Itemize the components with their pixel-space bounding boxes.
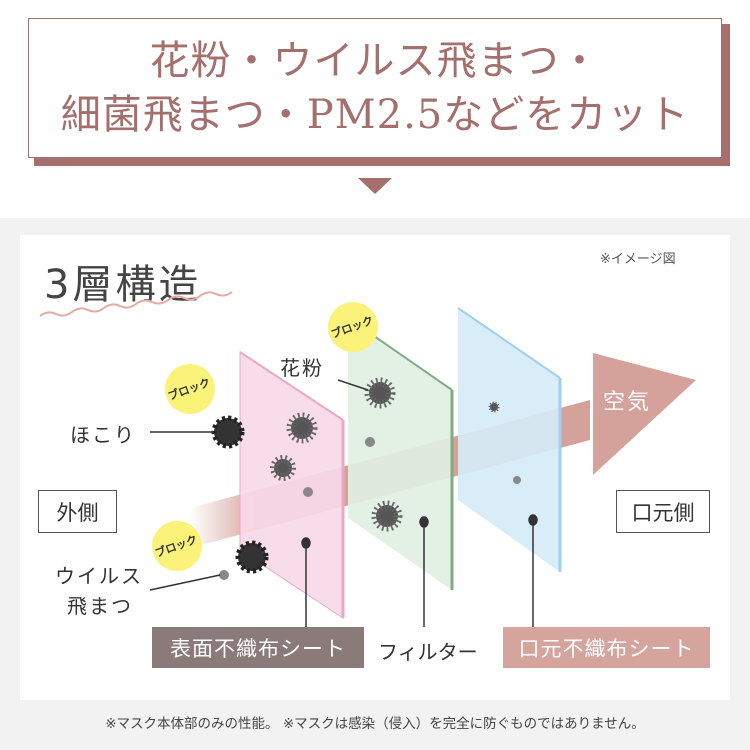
pollen-particle-icon <box>270 455 296 481</box>
block-badge-bg <box>165 364 215 414</box>
block-badge-bg <box>152 521 202 571</box>
label-virus-2: 飛まつ <box>67 594 133 618</box>
underline-squiggle <box>39 291 233 317</box>
dust-particle-icon <box>211 415 245 449</box>
droplet-particle-icon <box>219 570 229 580</box>
tag-outer-sheet: 表面不織布シート <box>152 627 364 668</box>
label-outside: 外側 <box>38 490 117 533</box>
droplet-particle-icon <box>513 476 521 484</box>
header-box: 花粉・ウイルス飛まつ・ 細菌飛まつ・PM2.5などをカット <box>28 18 722 158</box>
header-line-2: 細菌飛まつ・PM2.5などをカット <box>60 92 690 138</box>
sheet-edge <box>239 351 344 421</box>
layer-sheet-outer <box>239 351 344 619</box>
label-dust: ほこり <box>70 423 136 447</box>
leader-lines <box>149 379 538 627</box>
image-note: ※イメージ図 <box>600 252 676 267</box>
label-pollen: 花粉 <box>280 356 324 380</box>
pollen-particle-icon <box>371 500 403 532</box>
pollen-particle-icon <box>488 401 500 413</box>
droplet-particle-icon <box>365 437 375 447</box>
label-air: 空気 <box>603 390 652 415</box>
particles <box>211 377 521 580</box>
down-triangle-icon <box>358 178 392 194</box>
tag-filter: フィルター <box>378 640 478 664</box>
droplet-particle-icon <box>303 487 313 497</box>
block-badge-bg <box>328 302 378 352</box>
dust-particle-icon <box>235 540 269 574</box>
label-virus-1: ウイルス <box>55 564 143 588</box>
pollen-particle-icon <box>364 377 396 409</box>
header-line-1: 花粉・ウイルス飛まつ・ <box>149 38 601 84</box>
label-mouth-side: 口元側 <box>616 490 710 533</box>
pollen-particle-icon <box>286 412 318 444</box>
sheet-edge <box>457 307 561 379</box>
layer-sheet-inner <box>458 308 560 572</box>
footer-disclaimer: ※マスク本体部のみの性能。 ※マスクは感染（侵入）を完全に防ぐものではありません… <box>105 716 645 732</box>
tag-inner-sheet: 口元不織布シート <box>503 627 710 668</box>
diagram-title: 3層構造 <box>44 262 202 308</box>
air-arrow-head-icon <box>593 353 696 475</box>
layer-sheet-filter <box>348 318 452 590</box>
